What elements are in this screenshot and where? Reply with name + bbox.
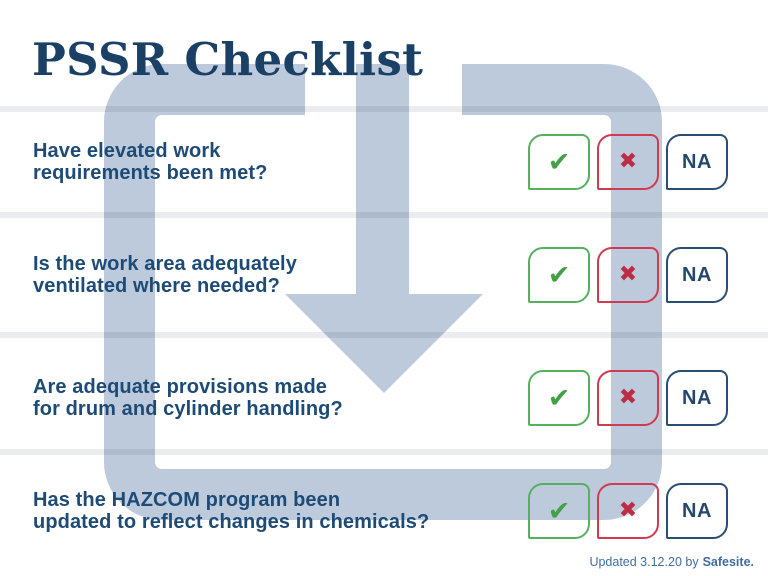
checklist-row: Have elevated work requirements been met… [0, 134, 768, 190]
answer-options: ✔ ✖ NA [528, 247, 728, 303]
answer-options: ✔ ✖ NA [528, 483, 728, 539]
row-divider [0, 212, 768, 218]
na-label: NA [682, 500, 712, 522]
updated-text: Updated 3.12.20 by [589, 555, 699, 569]
yes-checkbox[interactable]: ✔ [528, 134, 590, 190]
question-line: Has the HAZCOM program been [33, 489, 341, 511]
question-line: Are adequate provisions made [33, 376, 328, 398]
no-checkbox[interactable]: ✖ [597, 134, 659, 190]
row-divider [0, 106, 768, 112]
check-icon: ✔ [547, 146, 571, 178]
yes-checkbox[interactable]: ✔ [528, 247, 590, 303]
brand-name: Safesite. [702, 555, 754, 569]
x-icon: ✖ [618, 385, 638, 410]
question-line: Have elevated work [33, 140, 221, 162]
question-line: updated to reflect changes in chemicals? [33, 511, 430, 533]
x-icon: ✖ [618, 498, 638, 523]
na-label: NA [682, 264, 712, 286]
checklist-row: Has the HAZCOM program been updated to r… [0, 483, 768, 539]
x-icon: ✖ [618, 262, 638, 287]
x-icon: ✖ [618, 149, 638, 174]
no-checkbox[interactable]: ✖ [597, 247, 659, 303]
na-checkbox[interactable]: NA [666, 370, 728, 426]
question-text: Is the work area adequately ventilated w… [33, 253, 297, 297]
na-checkbox[interactable]: NA [666, 247, 728, 303]
download-arrow-shaft [356, 64, 409, 295]
yes-checkbox[interactable]: ✔ [528, 370, 590, 426]
check-icon: ✔ [547, 382, 571, 414]
na-checkbox[interactable]: NA [666, 483, 728, 539]
no-checkbox[interactable]: ✖ [597, 370, 659, 426]
question-line: Is the work area adequately [33, 253, 297, 275]
row-divider [0, 449, 768, 455]
no-checkbox[interactable]: ✖ [597, 483, 659, 539]
question-line: requirements been met? [33, 162, 268, 184]
question-text: Has the HAZCOM program been updated to r… [33, 489, 429, 533]
question-text: Are adequate provisions made for drum an… [33, 376, 343, 420]
check-icon: ✔ [547, 495, 571, 527]
checklist-row: Are adequate provisions made for drum an… [0, 370, 768, 426]
answer-options: ✔ ✖ NA [528, 134, 728, 190]
answer-options: ✔ ✖ NA [528, 370, 728, 426]
na-label: NA [682, 151, 712, 173]
row-divider [0, 332, 768, 338]
na-label: NA [682, 387, 712, 409]
question-line: ventilated where needed? [33, 275, 280, 297]
yes-checkbox[interactable]: ✔ [528, 483, 590, 539]
check-icon: ✔ [547, 259, 571, 291]
question-text: Have elevated work requirements been met… [33, 140, 268, 184]
page-title: PSSR Checklist [32, 33, 424, 86]
na-checkbox[interactable]: NA [666, 134, 728, 190]
question-line: for drum and cylinder handling? [33, 398, 343, 420]
checklist-row: Is the work area adequately ventilated w… [0, 247, 768, 303]
